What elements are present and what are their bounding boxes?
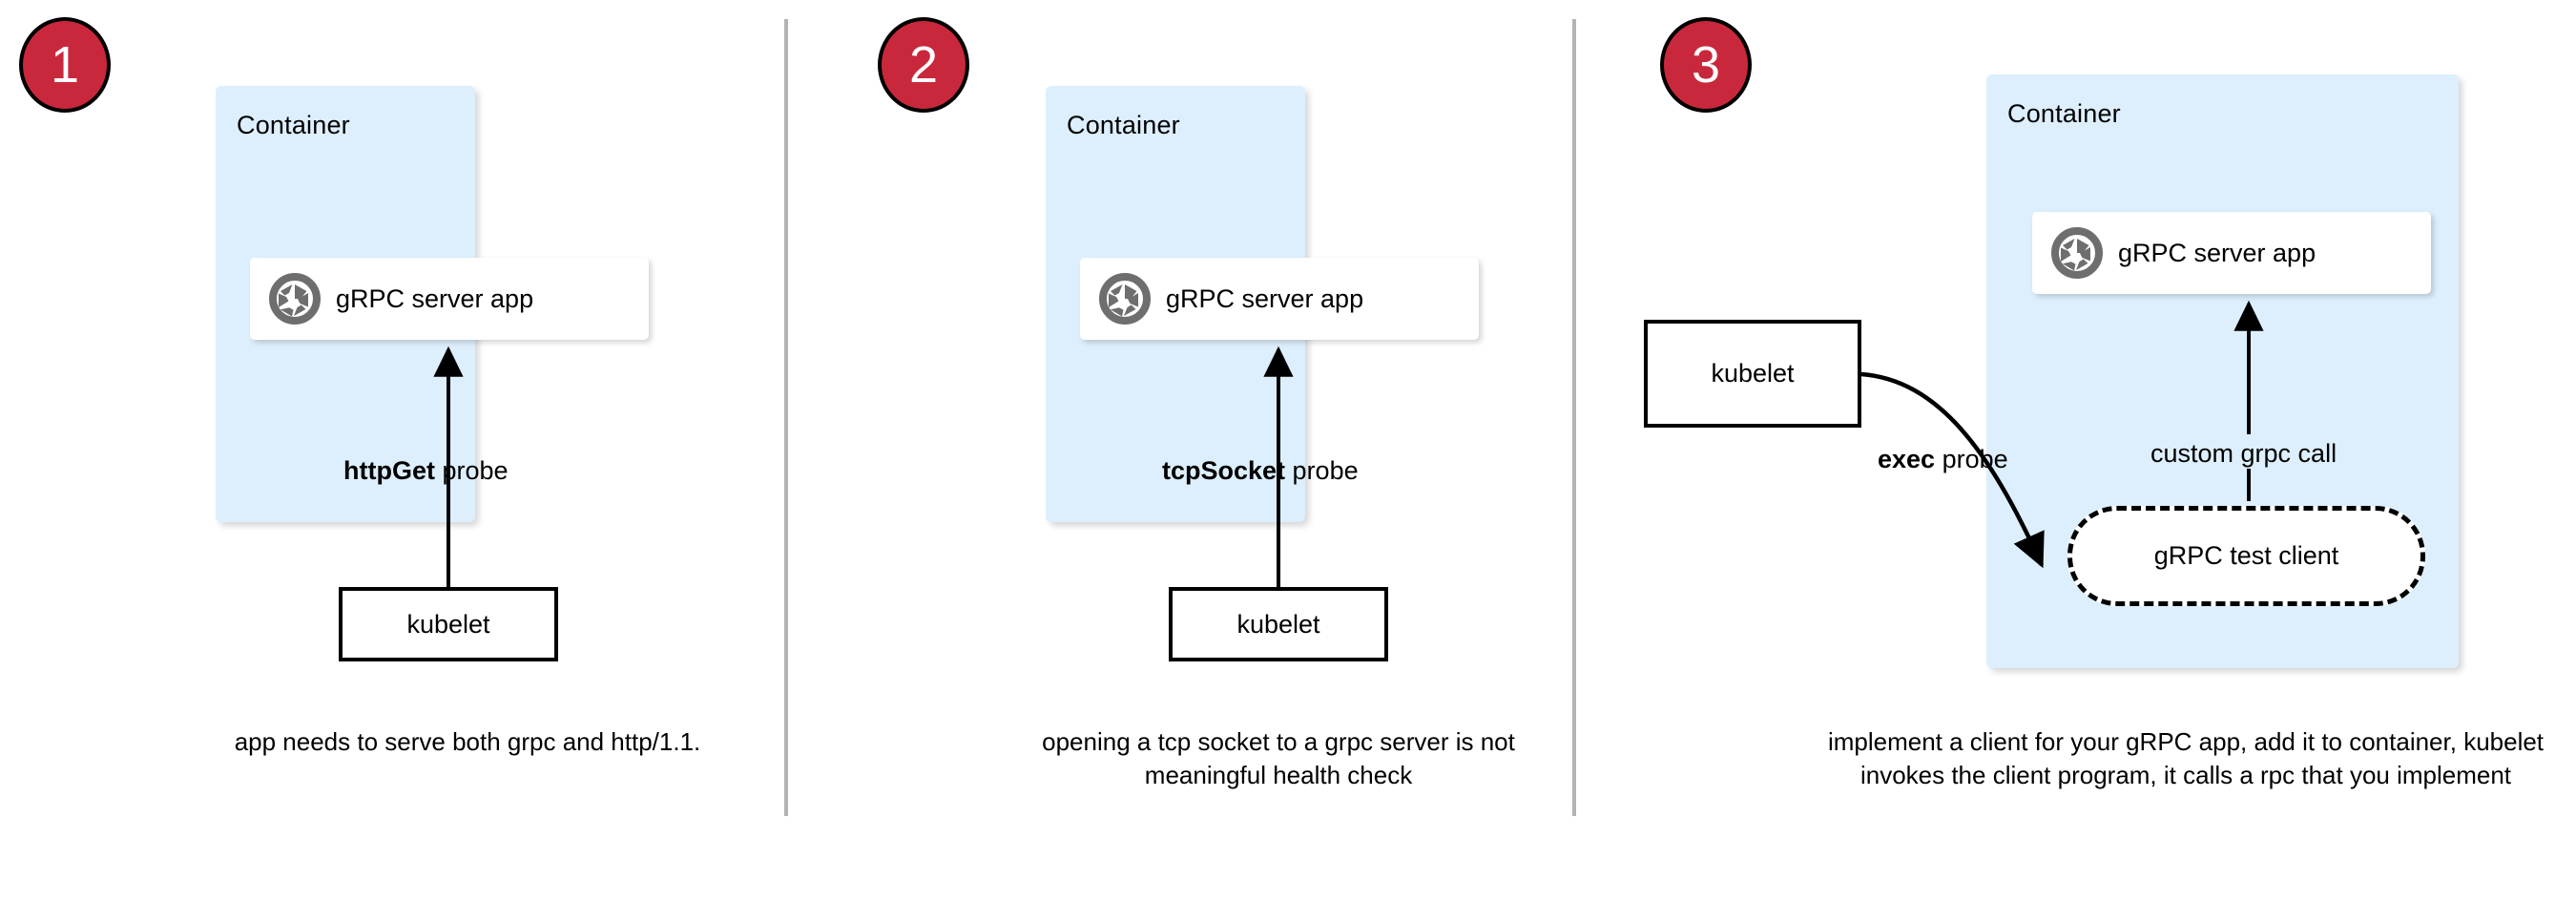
httpget-probe-label-rest: probe [434, 456, 509, 485]
httpget-probe-label-bold: httpGet [343, 456, 435, 485]
grpc-server-app-label-1: gRPC server app [336, 283, 534, 313]
panel-caption-1: app needs to serve both grpc and http/1.… [234, 727, 701, 756]
grpc-server-app-box-1: gRPC server app [250, 258, 649, 340]
tcpsocket-probe-label: tcpSocket probe [1162, 456, 1359, 486]
panel-caption-3: implement a client for your gRPC app, ad… [1827, 727, 2545, 790]
kubelet-box-1: kubelet [339, 587, 558, 661]
panel-divider-2 [1572, 19, 1576, 816]
container-label-1: Container [237, 111, 350, 139]
grpc-aperture-icon [2051, 227, 2103, 279]
step-badge-2: 2 [878, 17, 969, 113]
grpc-test-client-box: gRPC test client [2067, 506, 2425, 606]
kubelet-box-3: kubelet [1644, 320, 1861, 428]
exec-probe-label: exec probe [1878, 445, 2008, 474]
panel-caption-2: opening a tcp socket to a grpc server is… [1042, 727, 1515, 790]
panel-divider-1 [784, 19, 788, 816]
grpc-aperture-icon [1099, 273, 1151, 325]
exec-probe-label-bold: exec [1878, 445, 1936, 473]
grpc-server-app-label-2: gRPC server app [1166, 283, 1364, 313]
step-badge-3: 3 [1660, 17, 1752, 113]
tcpsocket-probe-label-bold: tcpSocket [1162, 456, 1286, 485]
kubelet-box-2: kubelet [1169, 587, 1388, 661]
custom-grpc-call-label: custom grpc call [2145, 439, 2343, 469]
grpc-aperture-icon [269, 273, 321, 325]
grpc-server-app-box-2: gRPC server app [1080, 258, 1479, 340]
container-label-2: Container [1067, 111, 1180, 139]
httpget-probe-label: httpGet probe [343, 456, 509, 486]
grpc-server-app-box-3: gRPC server app [2032, 212, 2431, 294]
exec-probe-label-rest: probe [1935, 445, 2008, 473]
grpc-server-app-label-3: gRPC server app [2118, 238, 2316, 267]
tcpsocket-probe-label-rest: probe [1285, 456, 1359, 485]
container-label-3: Container [2007, 99, 2121, 128]
step-badge-1: 1 [19, 17, 111, 113]
